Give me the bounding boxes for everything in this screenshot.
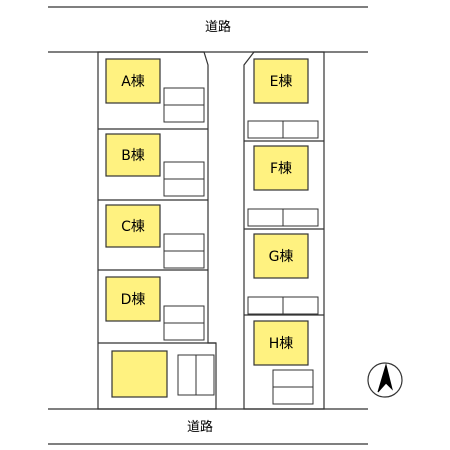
building-e-label: E棟 xyxy=(270,74,293,90)
bottom-road: 道路 xyxy=(48,408,368,445)
building-unlabeled xyxy=(111,350,168,398)
building-h: H棟 xyxy=(253,320,309,366)
building-g-label: G棟 xyxy=(269,249,294,265)
building-d-label: D棟 xyxy=(121,292,146,308)
building-b: B棟 xyxy=(105,133,161,177)
top-road: 道路 xyxy=(48,6,368,53)
right-block xyxy=(243,51,325,410)
building-d: D棟 xyxy=(105,276,161,322)
building-b-label: B棟 xyxy=(121,148,145,164)
building-a-label: A棟 xyxy=(121,74,145,90)
building-a: A棟 xyxy=(105,58,161,104)
building-f-label: F棟 xyxy=(270,161,292,177)
north-arrow-icon xyxy=(367,362,403,398)
building-c: C棟 xyxy=(105,204,161,248)
top-road-label: 道路 xyxy=(205,19,231,35)
building-h-label: H棟 xyxy=(269,336,294,352)
building-e: E棟 xyxy=(253,58,309,104)
building-f: F棟 xyxy=(253,145,309,191)
building-g: G棟 xyxy=(253,233,309,279)
bottom-road-label: 道路 xyxy=(187,419,213,435)
parking-spaces xyxy=(163,87,319,405)
left-block xyxy=(97,51,217,410)
building-c-label: C棟 xyxy=(121,219,145,235)
